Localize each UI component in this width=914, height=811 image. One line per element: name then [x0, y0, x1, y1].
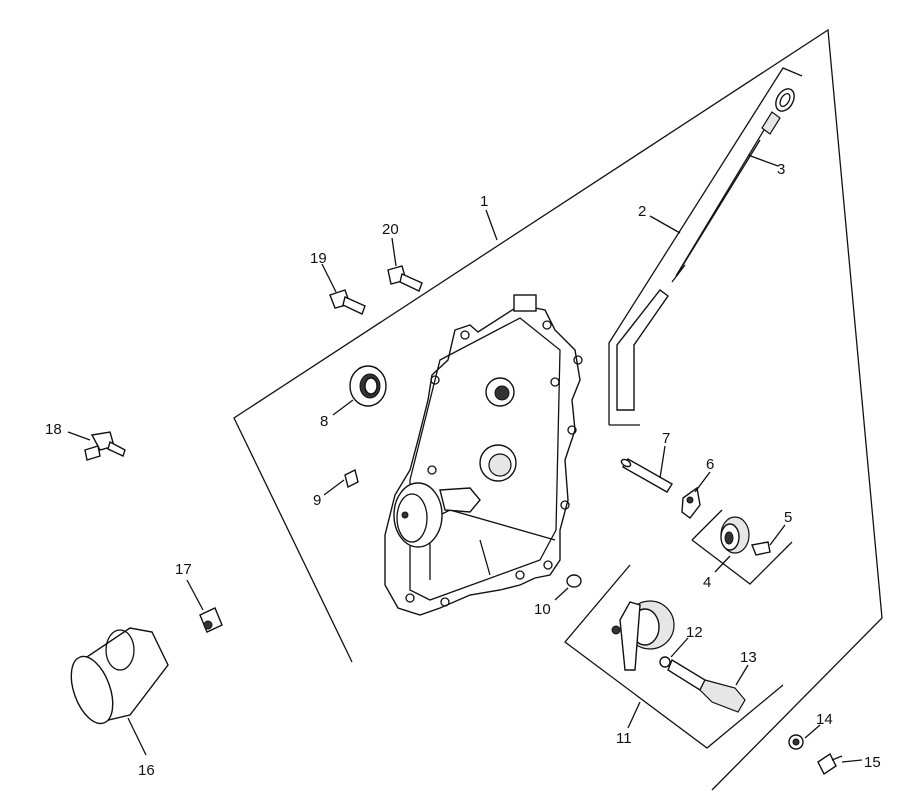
callout-15: 15: [864, 754, 881, 771]
governor-clip: [681, 486, 701, 519]
callout-14: 14: [816, 711, 833, 728]
dowel-pin: [620, 458, 673, 493]
washer: [788, 734, 804, 750]
callout-4: 4: [703, 574, 711, 591]
bolt-19: [329, 289, 366, 315]
callout-17: 17: [175, 561, 192, 578]
callout-18: 18: [45, 421, 62, 438]
callout-7: 7: [662, 430, 670, 447]
drain-bolt: [817, 752, 843, 776]
o-ring: [566, 574, 582, 588]
callout-19: 19: [310, 250, 327, 267]
assembly-outline-1: [233, 28, 883, 791]
crankcase-cover: [384, 294, 583, 616]
callout-6: 6: [706, 456, 714, 473]
oil-filter: [70, 627, 169, 725]
oil-pump-assembly: [611, 600, 675, 671]
oil-filter-nipple: [199, 607, 223, 633]
dipstick: [675, 88, 795, 277]
callout-16: 16: [138, 762, 155, 779]
callout-11: 11: [616, 730, 632, 747]
gear-shaft: [751, 541, 771, 556]
assembly-outline-gear: [691, 539, 793, 585]
bracket-gear-left: [691, 509, 723, 541]
callout-20: 20: [382, 221, 399, 238]
oil-pickup: [667, 658, 746, 713]
callout-8: 8: [320, 413, 328, 430]
small-plug: [344, 468, 359, 489]
callout-12: 12: [686, 624, 703, 641]
callout-2: 2: [638, 203, 646, 220]
dipstick-tube: [616, 139, 761, 411]
elbow-fitting: [84, 431, 126, 461]
bolt-20: [387, 265, 423, 292]
callout-13: 13: [740, 649, 757, 666]
callout-5: 5: [784, 509, 792, 526]
assembly-outline-pump: [564, 564, 784, 749]
governor-gear: [720, 516, 750, 554]
pump-o-ring: [659, 656, 671, 668]
assembly-outline-dipstick: [608, 67, 803, 425]
callout-9: 9: [313, 492, 321, 509]
callout-1: 1: [480, 193, 488, 210]
callout-3: 3: [777, 161, 785, 178]
leader-lines: [67, 154, 863, 763]
callout-10: 10: [534, 601, 551, 618]
oil-seal: [349, 365, 387, 407]
